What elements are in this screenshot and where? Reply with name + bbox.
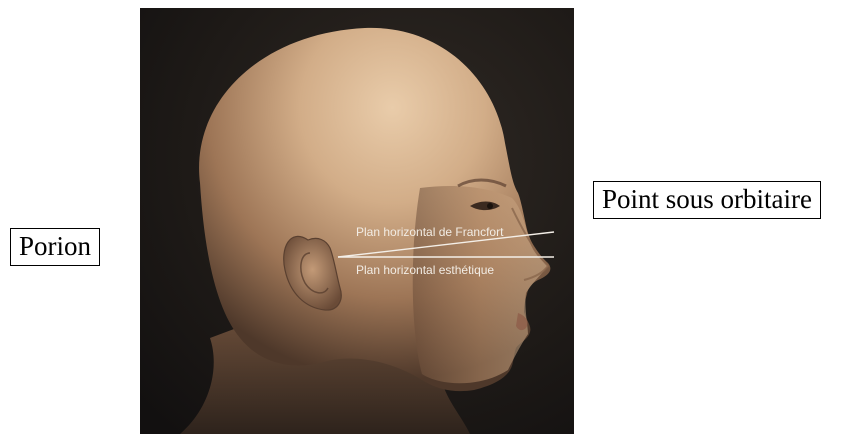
eye-pupil [487, 203, 493, 209]
head-profile-illustration: Plan horizontal de Francfort Plan horizo… [140, 8, 574, 434]
point-sous-orbitaire-label-text: Point sous orbitaire [602, 184, 812, 214]
porion-label-text: Porion [19, 231, 91, 261]
porion-label: Porion [10, 228, 100, 266]
frankfort-plane-label: Plan horizontal de Francfort [356, 225, 504, 239]
point-sous-orbitaire-label: Point sous orbitaire [593, 181, 821, 219]
head-profile-figure: Plan horizontal de Francfort Plan horizo… [140, 8, 574, 434]
esthetic-plane-label: Plan horizontal esthétique [356, 263, 494, 277]
